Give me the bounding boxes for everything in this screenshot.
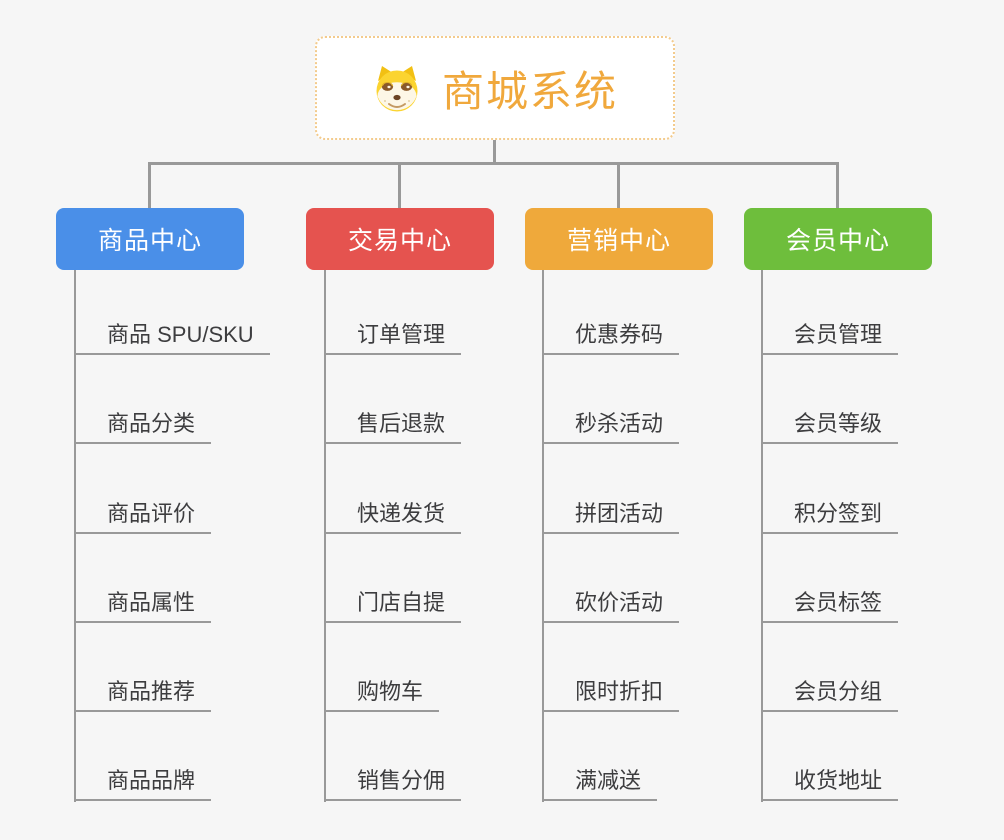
connector-branch-line-product: [74, 270, 76, 802]
connector-drop-member: [836, 164, 839, 209]
leaf-node[interactable]: 积分签到: [761, 501, 899, 534]
leaf-node[interactable]: 商品分类: [74, 411, 212, 444]
leaf-node[interactable]: 限时折扣: [542, 679, 680, 712]
leaf-node[interactable]: 收货地址: [761, 768, 899, 801]
connector-branch-line-trade: [324, 270, 326, 802]
connector-drop-product: [148, 164, 151, 209]
connector-root-stub: [493, 140, 496, 165]
leaf-node[interactable]: 门店自提: [324, 590, 462, 623]
connector-drop-trade: [398, 164, 401, 209]
leaf-node[interactable]: 快递发货: [324, 501, 462, 534]
root-node[interactable]: 商城系统: [315, 36, 675, 140]
leaf-node[interactable]: 商品评价: [74, 501, 212, 534]
branch-member-center[interactable]: 会员中心: [744, 208, 932, 270]
leaf-node[interactable]: 商品属性: [74, 590, 212, 623]
branch-trade-center[interactable]: 交易中心: [306, 208, 494, 270]
connector-branch-line-member: [761, 270, 763, 802]
connector-drop-marketing: [617, 164, 620, 209]
leaf-node[interactable]: 砍价活动: [542, 590, 680, 623]
doge-face-icon: [376, 66, 418, 112]
branch-product-center[interactable]: 商品中心: [56, 208, 244, 270]
leaf-node[interactable]: 优惠券码: [542, 322, 680, 355]
leaf-node[interactable]: 售后退款: [324, 411, 462, 444]
leaf-node[interactable]: 会员管理: [761, 322, 899, 355]
connector-trunk: [148, 162, 839, 165]
leaf-node[interactable]: 商品 SPU/SKU: [74, 322, 270, 355]
leaf-node[interactable]: 商品品牌: [74, 768, 212, 801]
branch-marketing-center[interactable]: 营销中心: [525, 208, 713, 270]
leaf-node[interactable]: 满减送: [542, 768, 658, 801]
leaf-node[interactable]: 会员分组: [761, 679, 899, 712]
connector-branch-line-marketing: [542, 270, 544, 802]
leaf-node[interactable]: 购物车: [324, 679, 440, 712]
leaf-node[interactable]: 秒杀活动: [542, 411, 680, 444]
leaf-node[interactable]: 会员等级: [761, 411, 899, 444]
leaf-node[interactable]: 订单管理: [324, 322, 462, 355]
leaf-node[interactable]: 销售分佣: [324, 768, 462, 801]
root-label: 商城系统: [441, 67, 618, 115]
leaf-node[interactable]: 会员标签: [761, 590, 899, 623]
leaf-node[interactable]: 拼团活动: [542, 501, 680, 534]
leaf-node[interactable]: 商品推荐: [74, 679, 212, 712]
